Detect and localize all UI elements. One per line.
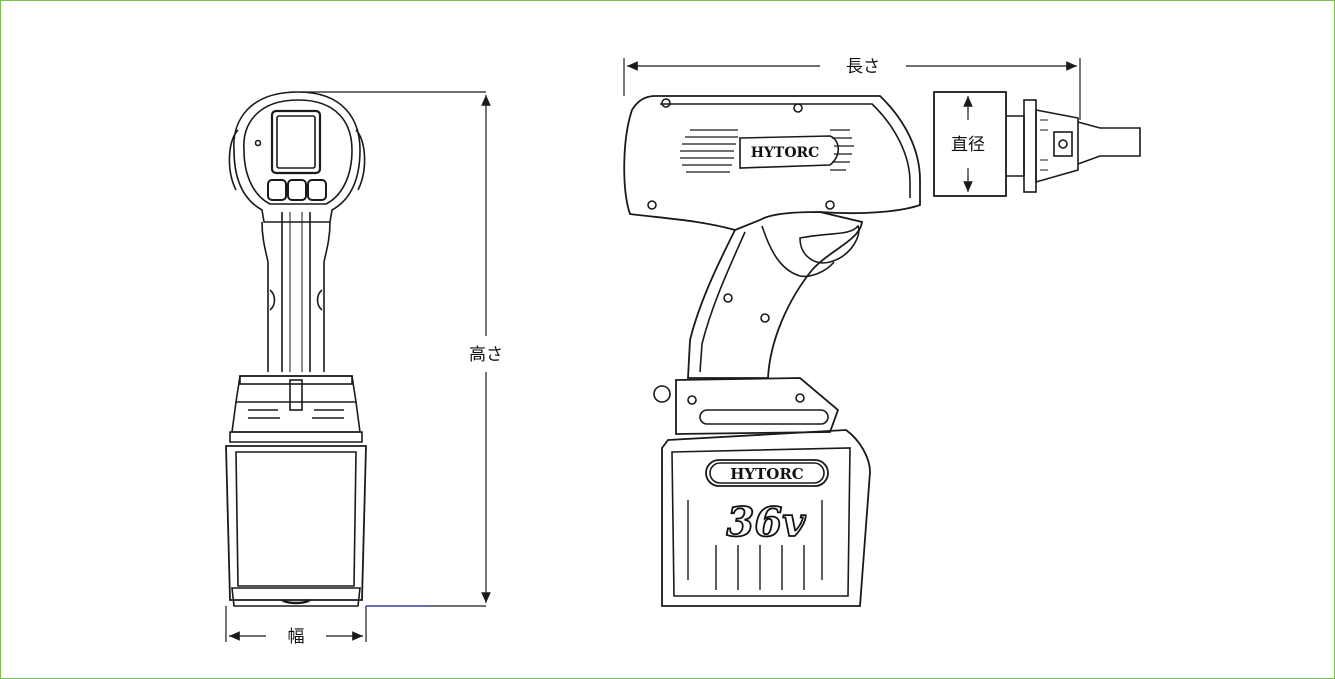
length-label: 長さ xyxy=(846,57,880,77)
dimension-lines xyxy=(225,58,1081,642)
front-view xyxy=(225,91,367,607)
width-label: 幅 xyxy=(288,627,305,647)
battery-logo-text: HYTORC xyxy=(730,465,804,483)
height-label: 高さ xyxy=(469,345,503,365)
side-view xyxy=(623,91,1141,607)
body-logo-text: HYTORC xyxy=(751,145,820,161)
diameter-label: 直径 xyxy=(951,135,985,155)
battery-voltage-label: 36v xyxy=(727,499,807,546)
